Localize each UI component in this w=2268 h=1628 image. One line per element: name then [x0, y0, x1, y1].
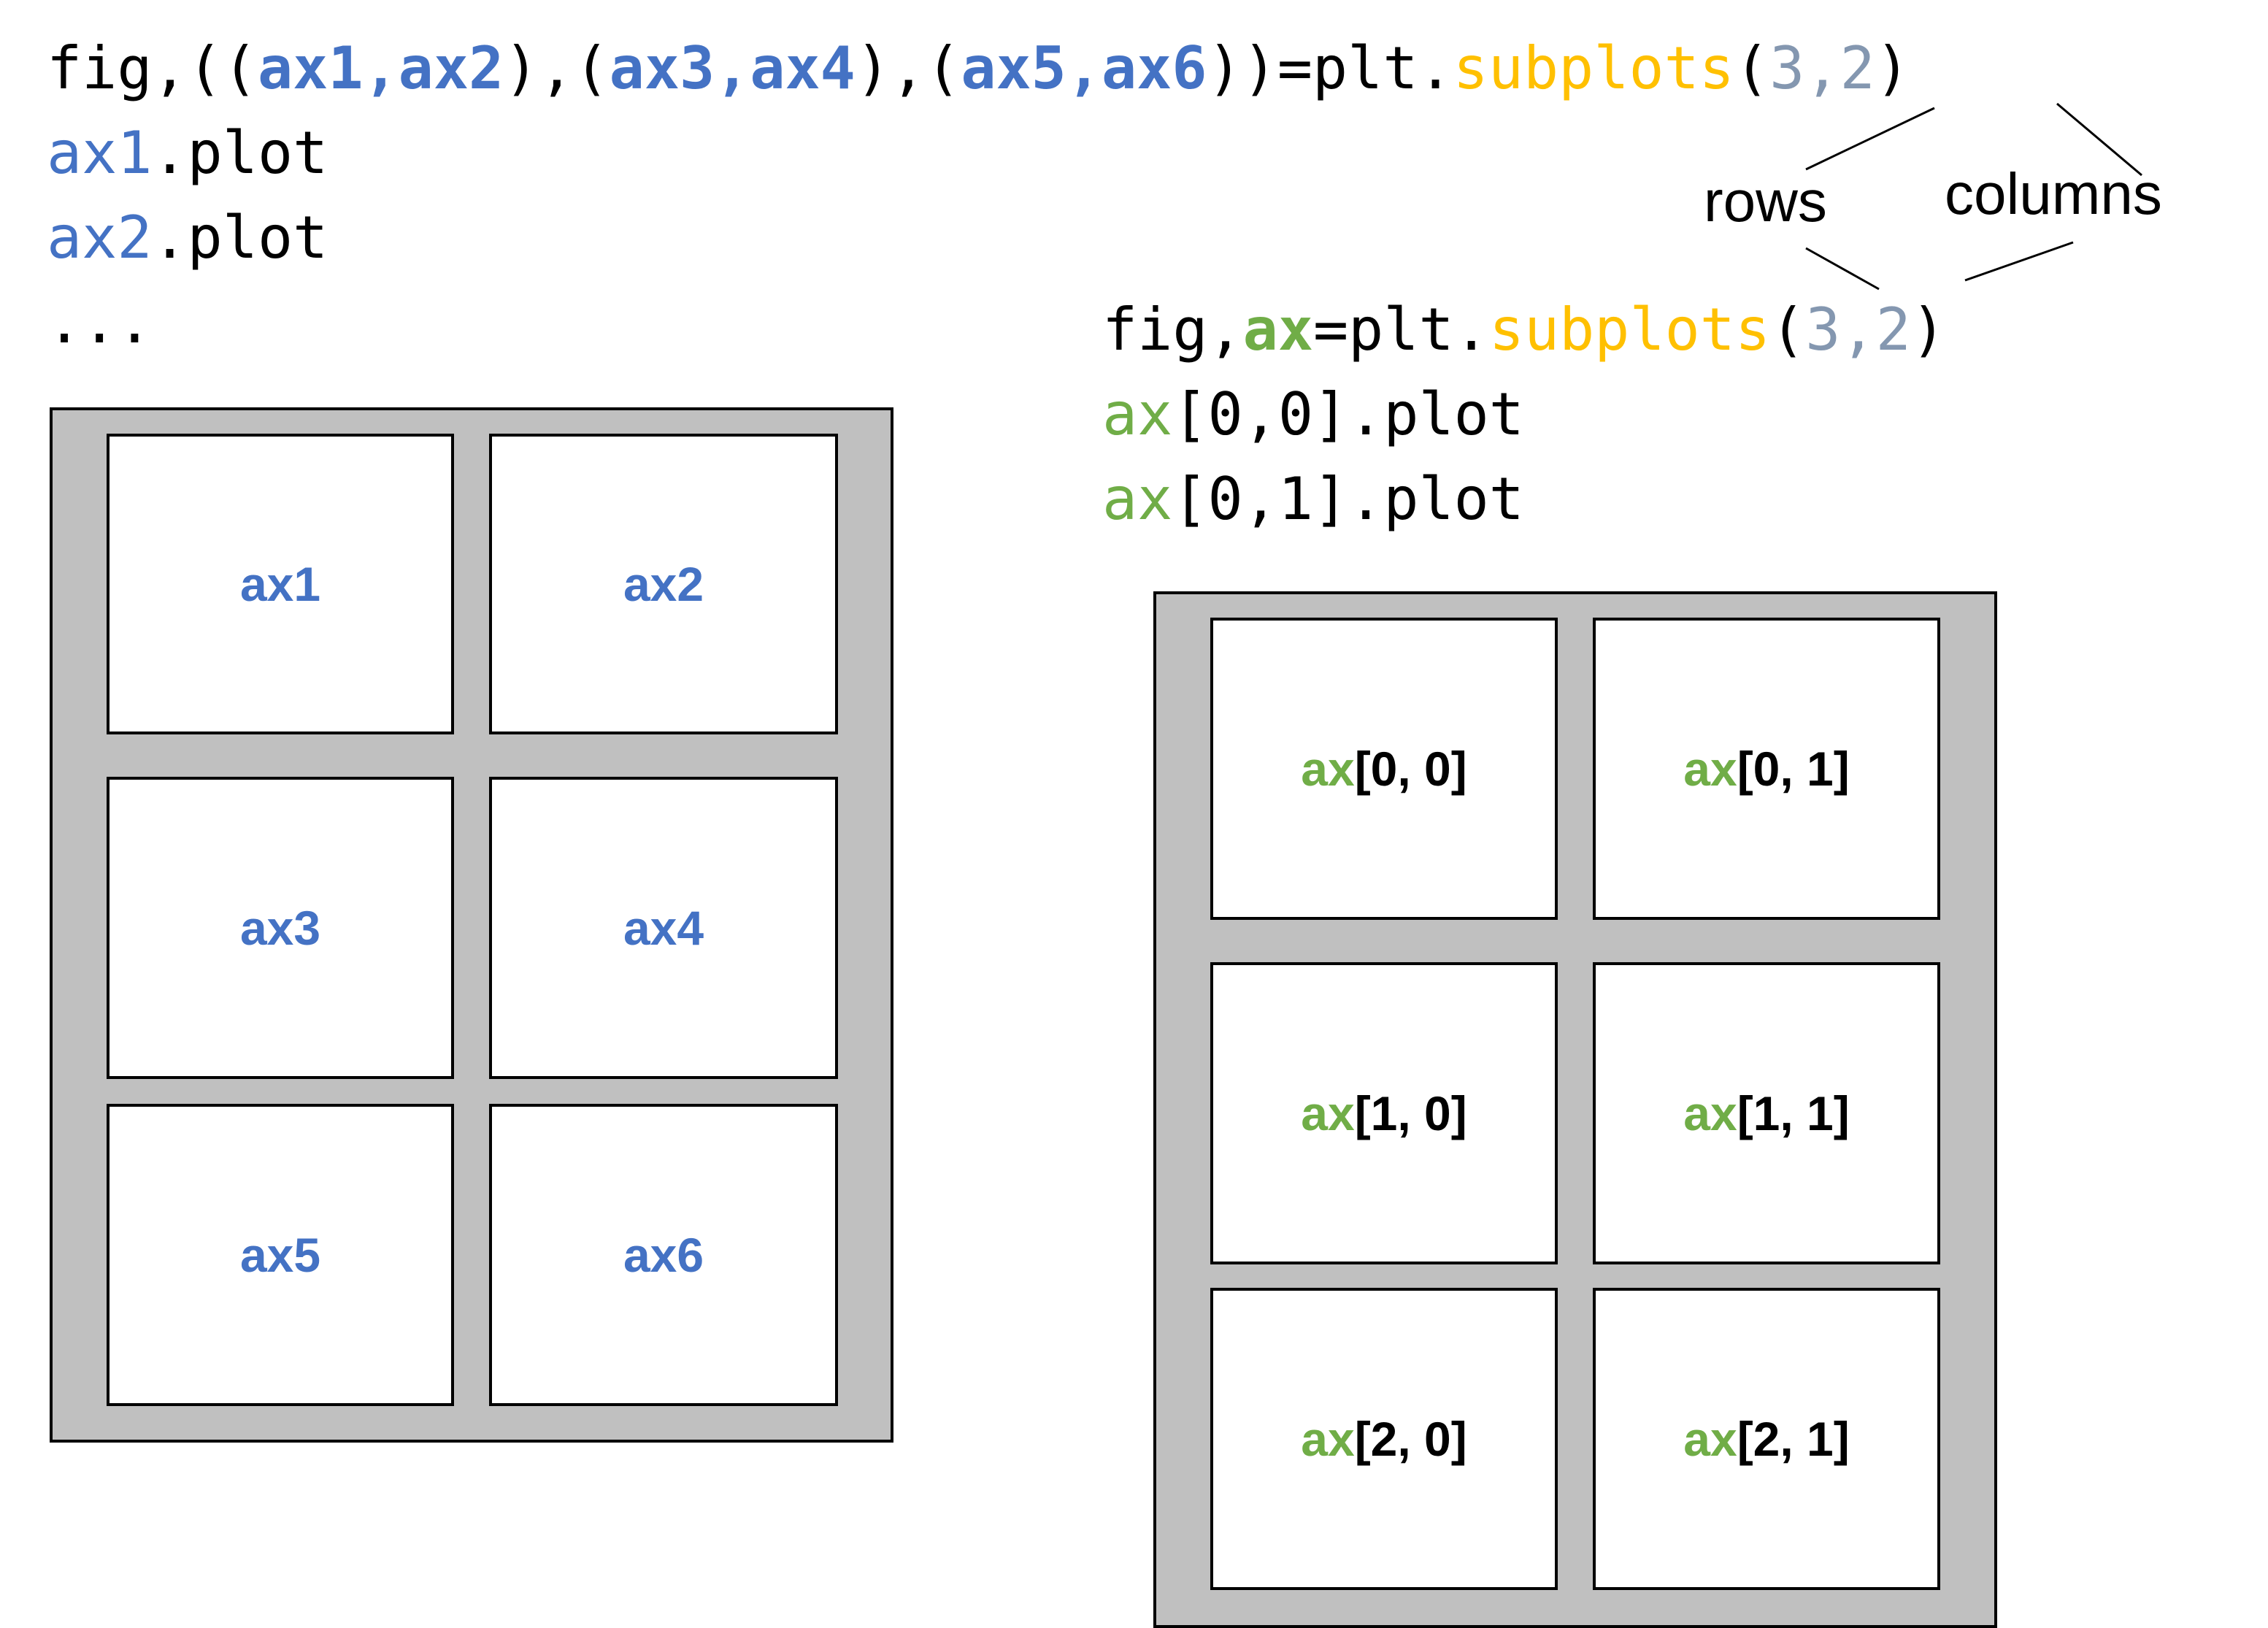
cell-label: ax[0, 0]: [1301, 745, 1466, 793]
code-function-subplots: subplots: [1488, 296, 1771, 364]
code-text: ),(: [504, 34, 610, 102]
code-function-subplots: subplots: [1453, 34, 1734, 102]
right-code-line-3: ax[0,1].plot: [1102, 470, 1524, 529]
code-var-ax: ax: [1242, 296, 1313, 364]
right-cell-1-1: ax[1, 1]: [1593, 962, 1940, 1264]
code-text: ),(: [855, 34, 961, 102]
cell-label-prefix: ax: [1301, 1086, 1355, 1140]
cell-label-prefix: ax: [1301, 742, 1355, 796]
code-text: ): [1875, 34, 1910, 102]
cell-label: ax[0, 1]: [1683, 745, 1849, 793]
right-cell-1-0: ax[1, 0]: [1210, 962, 1558, 1264]
code-var: ax1: [47, 119, 153, 187]
right-cell-0-1: ax[0, 1]: [1593, 618, 1940, 920]
cell-label-index: [0, 1]: [1737, 742, 1850, 796]
code-text: fig,((: [47, 34, 258, 102]
cell-label: ax4: [623, 901, 704, 955]
right-code-line-2: ax[0,0].plot: [1102, 385, 1524, 444]
code-text: ): [1910, 296, 1946, 364]
code-text: [0,0].plot: [1172, 380, 1524, 448]
left-cell-ax4: ax4: [489, 777, 838, 1079]
rows-leader-top: [1805, 107, 1935, 171]
cell-label-prefix: ax: [1683, 742, 1737, 796]
code-var-ax5: ax5: [961, 34, 1066, 102]
cell-label: ax6: [623, 1228, 704, 1282]
code-var-ax6: ax6: [1102, 34, 1207, 102]
cell-label: ax[2, 1]: [1683, 1415, 1849, 1463]
left-cell-ax2: ax2: [489, 434, 838, 734]
code-var: ax2: [47, 204, 153, 272]
cell-label: ax3: [239, 901, 321, 955]
cell-label: ax[2, 0]: [1301, 1415, 1466, 1463]
right-cell-2-0: ax[2, 0]: [1210, 1288, 1558, 1590]
left-cell-ax1: ax1: [107, 434, 454, 734]
code-text: [0,1].plot: [1172, 465, 1524, 533]
code-text: fig,: [1102, 296, 1243, 364]
code-var-ax4: ax4: [750, 34, 856, 102]
code-text: (: [1770, 296, 1806, 364]
rows-label: rows: [1704, 169, 1827, 234]
code-var-ax1: ax1: [257, 34, 364, 102]
left-code-line-2: ax1.plot: [47, 124, 328, 183]
cell-label-index: [0, 0]: [1354, 742, 1467, 796]
right-code-line-1: fig,ax=plt.subplots(3,2): [1102, 301, 1946, 359]
code-args: 3,2: [1805, 296, 1911, 364]
left-cell-ax6: ax6: [489, 1104, 838, 1406]
code-text: .plot: [152, 119, 328, 187]
cell-label: ax[1, 1]: [1683, 1089, 1849, 1137]
left-cell-ax5: ax5: [107, 1104, 454, 1406]
rows-leader-bottom: [1805, 247, 1880, 291]
code-var: ax: [1102, 380, 1173, 448]
right-cell-2-1: ax[2, 1]: [1593, 1288, 1940, 1590]
cell-label: ax2: [623, 557, 704, 611]
left-code-ellipsis: ...: [47, 288, 153, 356]
code-comma: ,: [1066, 34, 1102, 102]
left-code-line-3: ax2.plot: [47, 209, 328, 267]
left-cell-ax3: ax3: [107, 777, 454, 1079]
columns-leader-top: [2056, 102, 2142, 177]
code-text: =plt.: [1312, 296, 1489, 364]
code-comma: ,: [363, 34, 399, 102]
cell-label-prefix: ax: [1683, 1412, 1737, 1466]
cell-label: ax5: [239, 1228, 321, 1282]
columns-leader-bottom: [1964, 241, 2074, 282]
code-text: ))=plt.: [1207, 34, 1453, 102]
cell-label-index: [1, 1]: [1737, 1086, 1850, 1140]
cell-label-index: [2, 0]: [1354, 1412, 1467, 1466]
cell-label: ax[1, 0]: [1301, 1089, 1466, 1137]
cell-label-index: [1, 0]: [1354, 1086, 1467, 1140]
code-var-ax2: ax2: [398, 34, 504, 102]
code-text: (: [1734, 34, 1770, 102]
cell-label-index: [2, 1]: [1737, 1412, 1850, 1466]
cell-label-prefix: ax: [1683, 1086, 1737, 1140]
code-var: ax: [1102, 465, 1173, 533]
cell-label: ax1: [239, 557, 321, 611]
code-var-ax3: ax3: [609, 34, 715, 102]
cell-label-prefix: ax: [1301, 1412, 1355, 1466]
code-comma: ,: [715, 34, 750, 102]
code-args: 3,2: [1769, 34, 1875, 102]
code-text: .plot: [152, 204, 328, 272]
right-cell-0-0: ax[0, 0]: [1210, 618, 1558, 920]
columns-label: columns: [1945, 161, 2162, 226]
left-code-line-1: fig,((ax1,ax2),(ax3,ax4),(ax5,ax6))=plt.…: [47, 39, 1910, 98]
